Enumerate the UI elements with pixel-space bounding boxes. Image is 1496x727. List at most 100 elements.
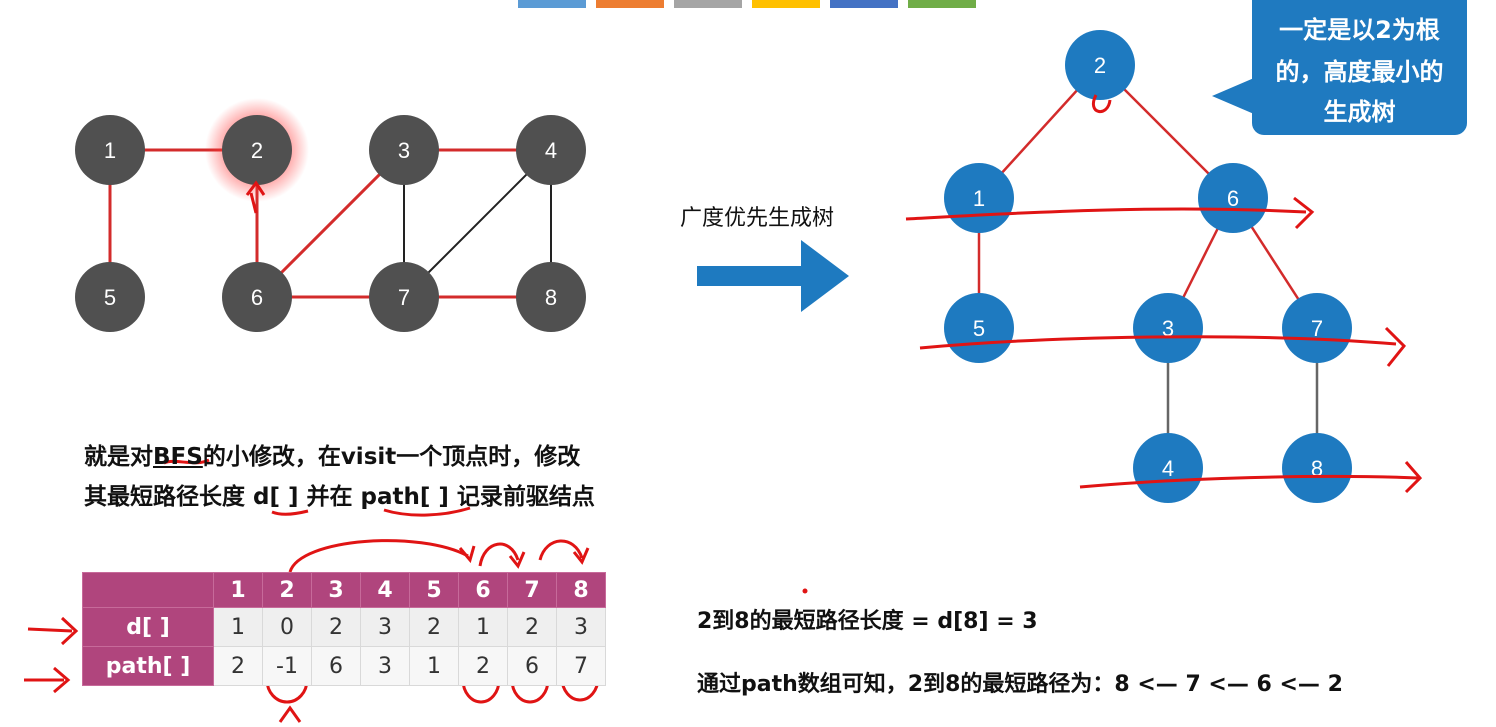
tree-node-label: 4 [1162,456,1174,481]
top-bar-segment [674,0,742,8]
description-text: 并在 [298,484,361,510]
tree-node-label: 5 [973,316,985,341]
top-bar-segment [752,0,820,8]
table-corner [82,572,214,608]
tree-node [1065,30,1135,100]
graph: 1 2 3 4 5 6 7 8 [75,98,586,332]
ink-hop-7-to-8 [538,539,590,565]
top-bar-segment [518,0,586,8]
table-cell: 2 [213,646,263,686]
tree-node-label: 2 [1094,53,1106,78]
ink-sweep-level3 [1079,461,1423,494]
ink-arrow-row-d [27,616,79,646]
graph-node-label: 7 [398,285,410,310]
description-text: 的小修改，在visit一个顶点时，修改 [202,444,581,470]
table-cell: 1 [213,607,263,647]
ink-underline-d [271,509,309,516]
graph-node-label: 8 [545,285,557,310]
ink-dot [802,588,808,594]
callout-pointer [1212,78,1254,114]
graph-node [222,115,292,185]
tree-node-label: 7 [1311,316,1323,341]
graph-node-label: 1 [104,138,116,163]
description-text: 其最短路径长度 [84,484,254,510]
table-cell: 2 [311,607,361,647]
col-header: 4 [360,572,410,608]
description-line-2: 其最短路径长度 d[ ] 并在 path[ ] 记录前驱结点 [84,477,595,511]
result-line-2: 通过path数组可知，2到8的最短路径为：8 <— 7 <— 6 <— 2 [697,672,1343,697]
top-bar-segment [596,0,664,8]
tree-node [1282,293,1352,363]
big-right-arrow-icon [697,240,849,312]
graph-node [516,262,586,332]
table-cell: 2 [458,646,508,686]
table-header-row: 1 2 3 4 5 6 7 8 [82,572,606,608]
table-cell: 6 [311,646,361,686]
ink-arc-2-to-6 [288,539,476,573]
description-line-1: 就是对BFS的小修改，在visit一个顶点时，修改 [84,437,580,471]
col-header: 6 [458,572,508,608]
row-label-d: d[ ] [82,607,214,647]
ink-loop-root [1092,94,1112,113]
graph-node [516,115,586,185]
tree-node [1282,433,1352,503]
table-cell: -1 [262,646,312,686]
table-cell: 3 [360,607,410,647]
description-bfs: BFS [153,444,203,470]
table-row-path: path[ ] 2 -1 6 3 1 2 6 7 [82,646,606,686]
graph-node-label: 3 [398,138,410,163]
graph-node-label: 2 [251,138,263,163]
top-bar-segment [830,0,898,8]
table-cell: 1 [409,646,459,686]
table-cell: 6 [507,646,557,686]
callout-line-1: 一定是以2为根 [1279,16,1440,44]
graph-node-label: 4 [545,138,557,163]
table-cell: 2 [409,607,459,647]
callout-box [1252,0,1467,135]
col-header: 1 [213,572,263,608]
result-line-1: 2到8的最短路径长度 = d[8] = 3 [697,609,1038,634]
callout-line-2: 的，高度最小的 [1275,58,1444,86]
tree-node [1198,163,1268,233]
table-cell: 0 [262,607,312,647]
graph-node-label: 5 [104,285,116,310]
graph-node [75,115,145,185]
top-bar-segment [908,0,976,8]
ink-underline-bfs [163,458,210,465]
callout-line-3: 生成树 [1323,98,1396,126]
description-text: 记录前驱结点 [448,484,595,510]
table-row-d: d[ ] 1 0 2 3 2 1 2 3 [82,607,606,647]
tree-node-label: 1 [973,186,985,211]
arrow-label: 广度优先生成树 [680,206,835,231]
description-path: path[ ] [360,484,449,510]
tree-node [1133,433,1203,503]
table-cell: 2 [507,607,557,647]
graph-node [369,115,439,185]
tree-node-label: 8 [1311,456,1323,481]
tree-node-label: 3 [1162,316,1174,341]
ink-arrow-6-to-2 [245,180,266,214]
ink-arrow-row-path [24,666,71,694]
row-label-path: path[ ] [82,646,214,686]
ink-caret [278,705,302,723]
graph-node [75,262,145,332]
col-header: 8 [556,572,606,608]
description-d: d[ ] [253,484,299,510]
col-header: 2 [262,572,312,608]
ink-underline-path [383,506,471,517]
bfs-table: 1 2 3 4 5 6 7 8 d[ ] 1 0 2 3 2 1 2 3 pat… [82,572,606,686]
ink-hop-6-to-7 [478,542,526,569]
table-cell: 3 [360,646,410,686]
col-header: 5 [409,572,459,608]
table-cell: 7 [556,646,606,686]
col-header: 3 [311,572,361,608]
graph-node [222,262,292,332]
graph-node-label: 6 [251,285,263,310]
description-text: 就是对 [84,444,153,470]
tree-node [1133,293,1203,363]
col-header: 7 [507,572,557,608]
ink-sweep-level1 [905,196,1315,230]
tree-node-label: 6 [1227,186,1239,211]
table-cell: 3 [556,607,606,647]
